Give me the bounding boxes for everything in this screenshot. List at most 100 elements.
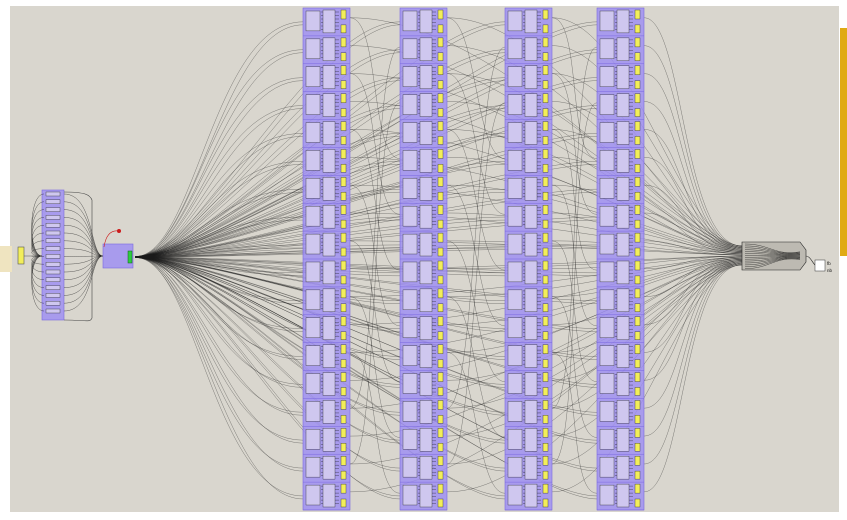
yellow-panel[interactable] bbox=[340, 37, 347, 48]
input-block[interactable] bbox=[507, 66, 523, 87]
yellow-panel[interactable] bbox=[437, 288, 444, 299]
yellow-panel[interactable] bbox=[634, 428, 641, 438]
yellow-panel[interactable] bbox=[634, 149, 641, 159]
cluster-component[interactable] bbox=[597, 37, 644, 65]
yellow-panel[interactable] bbox=[542, 344, 549, 354]
process-block[interactable] bbox=[322, 372, 336, 396]
process-block[interactable] bbox=[524, 456, 538, 480]
yellow-panel[interactable] bbox=[437, 121, 444, 131]
yellow-panel[interactable] bbox=[634, 359, 641, 368]
yellow-panel[interactable] bbox=[634, 415, 641, 424]
cluster-component[interactable] bbox=[400, 121, 447, 148]
process-block[interactable] bbox=[616, 121, 630, 145]
yellow-panel[interactable] bbox=[340, 9, 347, 20]
process-block[interactable] bbox=[322, 65, 336, 89]
yellow-panel[interactable] bbox=[340, 192, 347, 201]
process-block[interactable] bbox=[322, 37, 336, 61]
cluster-component[interactable] bbox=[597, 232, 644, 260]
cluster-component[interactable] bbox=[505, 232, 552, 260]
yellow-panel[interactable] bbox=[542, 164, 549, 173]
source-component[interactable] bbox=[45, 308, 61, 314]
yellow-panel[interactable] bbox=[437, 303, 444, 312]
yellow-panel[interactable] bbox=[634, 344, 641, 354]
process-block[interactable] bbox=[616, 205, 630, 229]
yellow-panel[interactable] bbox=[340, 456, 347, 466]
process-block[interactable] bbox=[524, 232, 538, 257]
process-block[interactable] bbox=[322, 288, 336, 312]
yellow-panel[interactable] bbox=[340, 65, 347, 75]
input-block[interactable] bbox=[599, 206, 615, 227]
yellow-panel[interactable] bbox=[437, 65, 444, 75]
yellow-panel[interactable] bbox=[542, 24, 549, 34]
cluster-component[interactable] bbox=[303, 483, 350, 511]
yellow-panel[interactable] bbox=[542, 80, 549, 89]
cluster-component[interactable] bbox=[505, 177, 552, 204]
source-component[interactable] bbox=[45, 230, 61, 236]
cluster-component[interactable] bbox=[400, 232, 447, 260]
process-block[interactable] bbox=[419, 483, 433, 508]
yellow-panel[interactable] bbox=[340, 121, 347, 131]
cluster-component[interactable] bbox=[597, 149, 644, 176]
cluster-component[interactable] bbox=[303, 260, 350, 288]
input-block[interactable] bbox=[599, 373, 615, 394]
output-node[interactable]: fb nb bbox=[814, 259, 833, 273]
input-block[interactable] bbox=[402, 38, 418, 59]
cluster-component[interactable] bbox=[303, 177, 350, 204]
yellow-panel[interactable] bbox=[340, 149, 347, 159]
yellow-panel[interactable] bbox=[542, 470, 549, 480]
input-block[interactable] bbox=[305, 429, 321, 450]
source-component[interactable] bbox=[45, 285, 61, 290]
yellow-panel[interactable] bbox=[340, 428, 347, 438]
yellow-panel[interactable] bbox=[542, 387, 549, 396]
source-component[interactable] bbox=[45, 301, 61, 306]
yellow-panel[interactable] bbox=[542, 260, 549, 271]
cluster-component[interactable] bbox=[400, 37, 447, 65]
yellow-panel[interactable] bbox=[634, 470, 641, 480]
yellow-panel[interactable] bbox=[634, 443, 641, 452]
input-block[interactable] bbox=[507, 206, 523, 227]
cluster-component[interactable] bbox=[505, 260, 552, 288]
source-component[interactable] bbox=[45, 238, 61, 243]
process-block[interactable] bbox=[524, 316, 538, 340]
yellow-panel[interactable] bbox=[340, 205, 347, 215]
yellow-panel[interactable] bbox=[542, 108, 549, 117]
input-block[interactable] bbox=[402, 401, 418, 422]
yellow-panel[interactable] bbox=[437, 192, 444, 201]
process-block[interactable] bbox=[419, 121, 433, 145]
yellow-panel[interactable] bbox=[542, 247, 549, 257]
cluster-component[interactable] bbox=[400, 177, 447, 204]
process-block[interactable] bbox=[419, 205, 433, 229]
input-block[interactable] bbox=[305, 10, 321, 32]
input-block[interactable] bbox=[402, 317, 418, 338]
cluster-component[interactable] bbox=[505, 121, 552, 148]
cluster-component[interactable] bbox=[400, 65, 447, 92]
yellow-panel[interactable] bbox=[542, 192, 549, 201]
input-block[interactable] bbox=[599, 429, 615, 450]
yellow-panel[interactable] bbox=[340, 52, 347, 61]
input-block[interactable] bbox=[402, 289, 418, 310]
yellow-panel[interactable] bbox=[437, 93, 444, 103]
input-block[interactable] bbox=[507, 122, 523, 143]
process-block[interactable] bbox=[616, 316, 630, 340]
yellow-panel[interactable] bbox=[340, 260, 347, 271]
yellow-panel[interactable] bbox=[542, 498, 549, 508]
yellow-panel[interactable] bbox=[437, 37, 444, 48]
yellow-panel[interactable] bbox=[542, 149, 549, 159]
input-block[interactable] bbox=[599, 122, 615, 143]
process-block[interactable] bbox=[524, 260, 538, 285]
process-block[interactable] bbox=[616, 288, 630, 312]
source-component[interactable] bbox=[45, 246, 61, 251]
cluster-component[interactable] bbox=[400, 372, 447, 399]
cluster-component[interactable] bbox=[400, 260, 447, 288]
process-block[interactable] bbox=[322, 93, 336, 117]
yellow-panel[interactable] bbox=[634, 108, 641, 117]
yellow-panel[interactable] bbox=[437, 205, 444, 215]
input-block[interactable] bbox=[507, 261, 523, 283]
input-block[interactable] bbox=[305, 150, 321, 171]
yellow-panel[interactable] bbox=[340, 331, 347, 340]
yellow-panel[interactable] bbox=[437, 219, 444, 229]
process-block[interactable] bbox=[322, 9, 336, 34]
cluster-component[interactable] bbox=[597, 121, 644, 148]
cluster-component[interactable] bbox=[597, 65, 644, 92]
